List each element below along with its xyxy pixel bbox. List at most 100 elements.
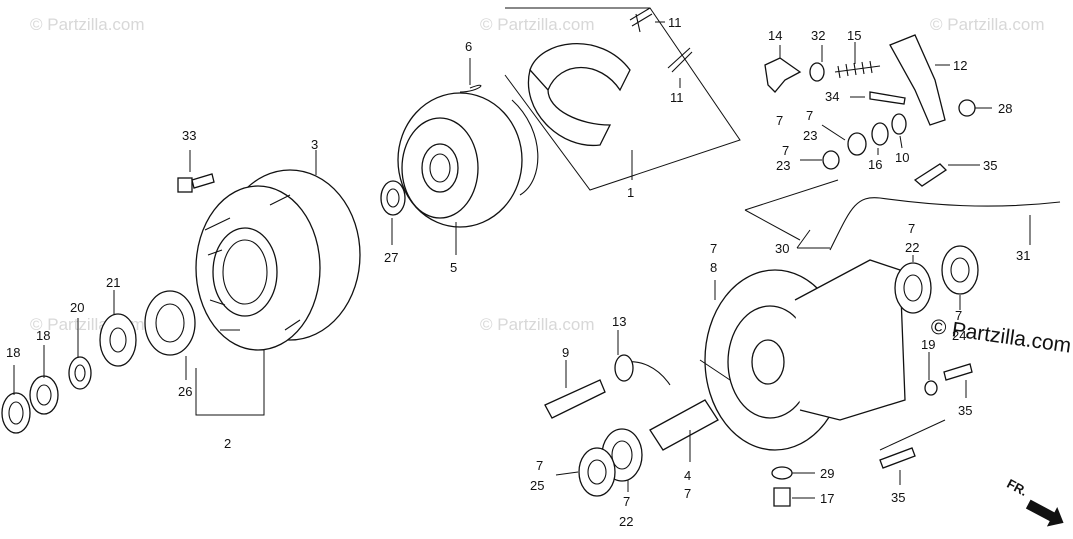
front-direction-indicator: FR. <box>1004 476 1064 527</box>
clip-6 <box>459 84 482 93</box>
front-arrow-icon <box>1025 499 1064 527</box>
bolt-34 <box>869 91 906 105</box>
nut-18b <box>29 375 59 415</box>
brake-arm-12 <box>889 34 946 126</box>
callout-21: 21 <box>106 275 120 290</box>
callout-19: 19 <box>921 337 935 352</box>
callout-4: 4 <box>684 468 691 483</box>
bolt-33 <box>177 173 215 193</box>
washer-21 <box>99 313 137 367</box>
watermark-bold: © Partzilla.com <box>929 315 1072 357</box>
leader-13b <box>699 359 731 381</box>
callout-35b: 35 <box>958 403 972 418</box>
bolt-35b <box>943 363 973 381</box>
callout-23b: 23 <box>776 158 790 173</box>
washer-21-inner <box>109 327 127 353</box>
callout-labels: 1 2 3 4 5 6 7 8 9 10 11 11 12 13 14 15 1… <box>6 15 1030 529</box>
callout-3: 3 <box>311 137 318 152</box>
seal-26-inner <box>155 303 185 343</box>
callout-2: 2 <box>224 436 231 451</box>
bearing-22b-inner <box>611 440 633 470</box>
callout-6: 6 <box>465 39 472 54</box>
callout-17: 17 <box>820 491 834 506</box>
bracket-2 <box>195 350 265 416</box>
hub-fins <box>204 194 301 331</box>
bolt-35a <box>913 163 948 187</box>
seal-18a <box>1 392 31 434</box>
callout-26: 26 <box>178 384 192 399</box>
callout-1: 1 <box>627 185 634 200</box>
callout-5: 5 <box>450 260 457 275</box>
callout-12: 12 <box>953 58 967 73</box>
leader-35d <box>879 419 946 451</box>
washer-19 <box>924 380 938 396</box>
callout-35c: 35 <box>891 490 905 505</box>
brake-shoe-a <box>529 43 631 92</box>
callout-27: 27 <box>384 250 398 265</box>
washer-23b <box>822 150 840 170</box>
brake-arm-group <box>764 34 976 187</box>
callout-7b: 7 <box>782 143 789 158</box>
leader-25 <box>555 471 579 476</box>
leader-30b <box>744 179 839 241</box>
watermark: © Partzilla.com <box>930 15 1045 34</box>
callout-34: 34 <box>825 89 839 104</box>
callout-8: 8 <box>710 260 717 275</box>
spring-11a <box>629 7 653 33</box>
callout-7d: 7 <box>908 221 915 236</box>
callout-35a: 35 <box>983 158 997 173</box>
bolt-35c <box>879 447 916 469</box>
watermark: © Partzilla.com <box>480 315 595 334</box>
bearing-22a-inner <box>903 274 923 302</box>
seal-18a-inner <box>8 401 24 425</box>
seal-25 <box>578 447 616 497</box>
brake-panel-5 <box>380 84 539 228</box>
callout-18b: 18 <box>36 328 50 343</box>
callout-16: 16 <box>868 157 882 172</box>
callout-7g: 7 <box>623 494 630 509</box>
cap-32 <box>809 62 825 82</box>
washer-16 <box>871 122 889 146</box>
callout-10: 10 <box>895 150 909 165</box>
seal-24 <box>941 245 979 295</box>
callout-11b: 11 <box>670 90 684 105</box>
shoe-box <box>504 7 741 191</box>
seal-24-inner <box>950 257 970 283</box>
spacer-4 <box>649 399 719 451</box>
leader-10 <box>899 135 903 149</box>
bolt-head <box>177 177 193 193</box>
bolt-17 <box>773 487 791 507</box>
leader-lines <box>13 21 1031 499</box>
callout-18a: 18 <box>6 345 20 360</box>
housing-bore <box>751 339 785 385</box>
callout-13: 13 <box>612 314 626 329</box>
direction-label: FR. <box>1004 476 1030 499</box>
ring-6 <box>511 99 539 196</box>
panel-hub <box>421 143 459 193</box>
callout-23a: 23 <box>803 128 817 143</box>
callout-7a: 7 <box>806 108 813 123</box>
watermark: © Partzilla.com <box>30 15 145 34</box>
seal-27 <box>380 180 406 216</box>
leader-23a <box>821 124 846 141</box>
housing-tube <box>794 259 906 421</box>
callout-11a: 11 <box>668 15 682 30</box>
seal-27-inner <box>386 188 400 208</box>
callout-7e: 7 <box>955 308 962 323</box>
washer-29 <box>771 466 793 480</box>
nut-28 <box>958 99 976 117</box>
leader-30 <box>796 229 830 249</box>
callout-25: 25 <box>530 478 544 493</box>
callout-7f: 7 <box>536 458 543 473</box>
washer-23a <box>847 132 867 156</box>
callout-24: 24 <box>952 328 966 343</box>
panel-hub-inner <box>429 153 451 183</box>
callout-22b: 22 <box>619 514 633 529</box>
bolt-shank <box>191 173 215 189</box>
brake-shoe-b <box>527 68 612 146</box>
washer-20-inner <box>74 364 86 382</box>
spring-11b <box>667 47 693 73</box>
seal-25-inner <box>587 459 607 485</box>
washer-10 <box>891 113 907 135</box>
